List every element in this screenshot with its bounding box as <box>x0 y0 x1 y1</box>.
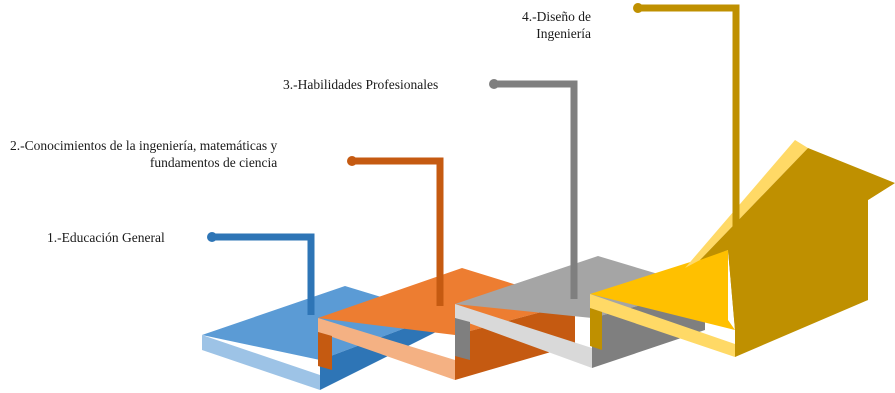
step-2-connector-line <box>352 157 444 306</box>
step-2-front-edge <box>318 318 455 380</box>
step-1-connector-dot <box>207 232 217 242</box>
step-2-top-face <box>318 268 575 335</box>
step-1-label: 1.-Educación General <box>47 229 165 246</box>
step-3-front-edge <box>455 304 592 368</box>
step-4-arrow-roof-light <box>685 140 808 268</box>
step-1-connector-line <box>212 233 315 315</box>
step-2-label: 2.-Conocimientos de la ingeniería, matem… <box>10 137 277 171</box>
step-2-side-face <box>455 303 575 380</box>
step-4-arrow-roof-dark <box>700 148 895 330</box>
step-4-connector-dot <box>633 3 643 13</box>
step-4-top-face <box>590 250 735 330</box>
step-2-label-line-2: fundamentos de ciencia <box>149 155 278 170</box>
step-2-connector-dot <box>347 156 357 166</box>
step-4-riser <box>590 308 602 350</box>
step-3-connector-dot <box>489 79 499 89</box>
step-3-label: 3.-Habilidades Profesionales <box>283 76 438 93</box>
step-4-label: 4.-Diseño de Ingeniería <box>522 8 591 42</box>
step-2-block <box>318 268 575 380</box>
step-2-label-line-1: 2.-Conocimientos de la ingeniería, matem… <box>10 138 278 153</box>
step-1-front-edge <box>202 335 320 390</box>
step-1-label-line-1: 1.-Educación General <box>47 230 165 245</box>
step-4-arrow-block <box>590 140 895 357</box>
step-3-riser <box>455 318 470 360</box>
step-3-label-line-1: 3.-Habilidades Profesionales <box>283 77 439 92</box>
step-3-connector-line <box>494 80 578 299</box>
step-4-label-line-2: Ingeniería <box>536 26 591 41</box>
step-4-front-edge <box>590 294 735 357</box>
step-4-label-line-1: 4.-Diseño de <box>522 9 591 24</box>
step-4-connector-line <box>638 4 740 248</box>
step-2-riser <box>318 332 332 370</box>
